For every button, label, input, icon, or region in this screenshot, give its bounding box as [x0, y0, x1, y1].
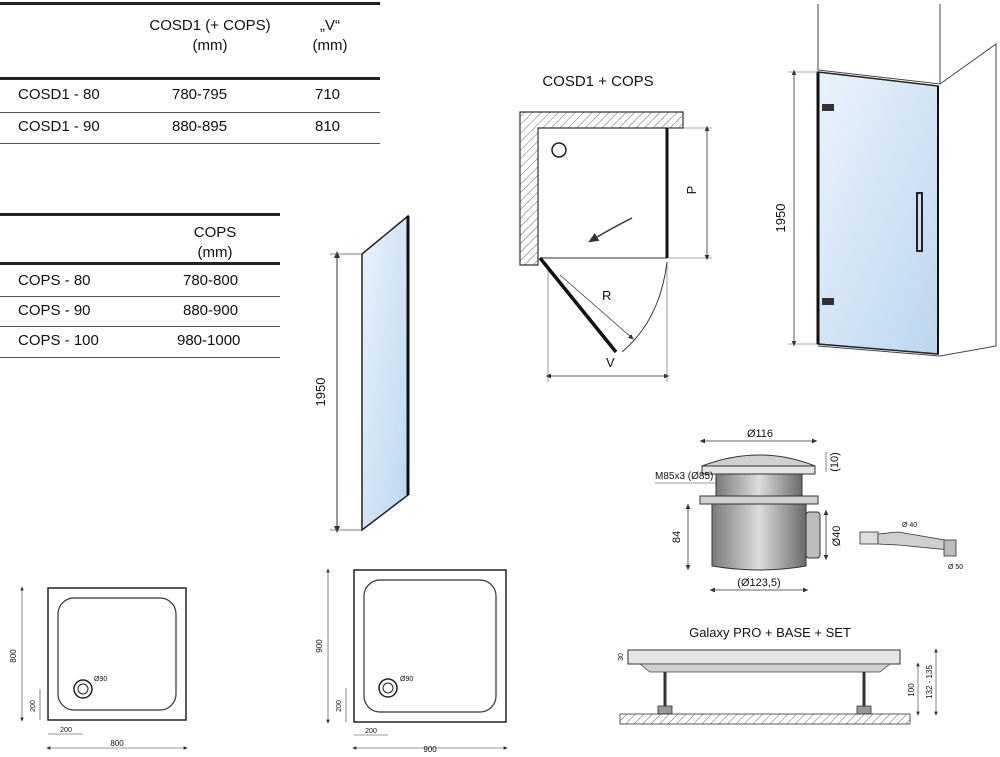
- radius-line: [559, 274, 634, 340]
- pipe-d40-label: Ø 40: [902, 522, 917, 529]
- table-cops-header-rule: [0, 262, 280, 265]
- h132-label: 132 - 135: [925, 665, 934, 699]
- plan-view-drawing: COSD1 + COPS R V P: [519, 73, 712, 382]
- table-cell: 980-1000: [177, 332, 241, 349]
- table-cops-top-rule: [0, 213, 280, 216]
- waste-nut: [699, 495, 819, 505]
- tray-underside: [638, 663, 892, 673]
- table-row-divider: [0, 326, 280, 327]
- pipe-d50-label: Ø 50: [948, 564, 963, 571]
- table-cosd1-header-v: „V“ (mm): [300, 16, 360, 56]
- table-cell: COPS - 80: [18, 272, 91, 289]
- table-bottom-rule: [0, 143, 380, 144]
- plan-title: COSD1 + COPS: [542, 73, 653, 90]
- table-cell: 710: [315, 86, 341, 103]
- hinge-bottom: [822, 298, 834, 305]
- panel-height-label: 1950: [313, 378, 328, 407]
- table-cell: 780-795: [172, 86, 228, 103]
- wall-edge: [817, 4, 941, 85]
- table-cell: 780-800: [183, 272, 239, 289]
- tray-800-drawing: Ø90 800 200 200 800: [9, 586, 188, 750]
- offset-v-label: 200: [336, 700, 343, 712]
- hinge-top: [822, 104, 834, 111]
- table-bottom-rule: [0, 357, 280, 358]
- table-cell: 880-900: [183, 302, 239, 319]
- tray-basin: [363, 579, 497, 713]
- table-cosd1-header-size: COSD1 (+ COPS) (mm): [130, 16, 290, 56]
- pipe-coupling: [859, 531, 879, 545]
- table-cosd1-top-rule: [0, 2, 380, 5]
- table-row-divider: [0, 112, 380, 113]
- drain-circle: [551, 142, 567, 158]
- foot-left: [657, 705, 673, 715]
- h100-label: 100: [907, 683, 916, 697]
- offset-h-label: 200: [60, 727, 72, 734]
- door-glass: [817, 71, 939, 355]
- bottom-dim-label: 800: [110, 739, 124, 748]
- table-cell: COPS - 90: [18, 302, 91, 319]
- offset-h-label: 200: [365, 728, 377, 735]
- table-cell: COSD1 - 80: [18, 86, 100, 103]
- tray-edge: [627, 649, 901, 665]
- tray-drain-inner: [77, 683, 89, 695]
- h84-label: 84: [671, 531, 683, 543]
- waste-drawing: Ø116 M85x3 (Ø85) (10) 84 Ø40 (Ø123,5) Ø …: [655, 428, 963, 593]
- open-door-leaf: [538, 256, 618, 354]
- waste-outlet: [805, 511, 821, 559]
- wall-section: [519, 111, 684, 266]
- pipe-elbow: [877, 531, 951, 551]
- galaxy-base-drawing: Galaxy PRO + BASE + SET 30 100 132 - 135: [618, 625, 938, 725]
- tray-900-drawing: Ø90 900 200 200 900: [315, 568, 508, 754]
- side-dim-label: 900: [315, 639, 324, 653]
- d123-label: (Ø123,5): [737, 577, 780, 589]
- header-text: COSD1 (+ COPS) (mm): [149, 17, 271, 54]
- offset-v-label: 200: [30, 700, 37, 712]
- waste-cap: [701, 454, 816, 467]
- door-perspective-drawing: 1950: [773, 4, 997, 357]
- floor-edge: [817, 345, 941, 357]
- floor-hatch: [619, 713, 911, 725]
- door-height-label: 1950: [773, 204, 788, 233]
- door-handle: [916, 192, 923, 252]
- table-cell: 880-895: [172, 118, 228, 135]
- header-text: „V“ (mm): [312, 17, 348, 54]
- glass-panel: [361, 214, 409, 532]
- table-cosd1-header-rule: [0, 77, 380, 80]
- h10-label: (10): [829, 452, 841, 472]
- waste-flange: [701, 465, 816, 475]
- d40-label: Ø40: [831, 526, 843, 547]
- h30-label: 30: [618, 653, 625, 661]
- foot-right: [856, 705, 872, 715]
- table-cops-header: COPS (mm): [165, 223, 265, 263]
- table-cell: COSD1 - 90: [18, 118, 100, 135]
- header-text: COPS (mm): [193, 224, 237, 261]
- diameter-top-label: Ø116: [747, 428, 773, 440]
- pipe-end: [943, 539, 957, 557]
- wall-edge: [939, 43, 997, 357]
- radius-label: R: [602, 288, 611, 303]
- table-cell: 810: [315, 118, 341, 135]
- drain-label: Ø90: [400, 676, 413, 683]
- p-label: P: [684, 186, 699, 195]
- cops-panel-drawing: 1950: [313, 214, 410, 533]
- drain-label: Ø90: [94, 676, 107, 683]
- waste-body: [711, 503, 807, 571]
- table-row-divider: [0, 296, 280, 297]
- table-cell: COPS - 100: [18, 332, 99, 349]
- bottom-dim-label: 900: [423, 745, 437, 754]
- waste-thread: [715, 473, 803, 497]
- galaxy-title: Galaxy PRO + BASE + SET: [689, 625, 851, 640]
- side-dim-label: 800: [9, 649, 18, 663]
- swing-arc: [621, 261, 668, 353]
- swing-arrow: [588, 217, 633, 243]
- tray-drain-inner: [382, 682, 394, 694]
- thread-label: M85x3 (Ø85): [655, 471, 713, 482]
- v-label: V: [606, 355, 615, 370]
